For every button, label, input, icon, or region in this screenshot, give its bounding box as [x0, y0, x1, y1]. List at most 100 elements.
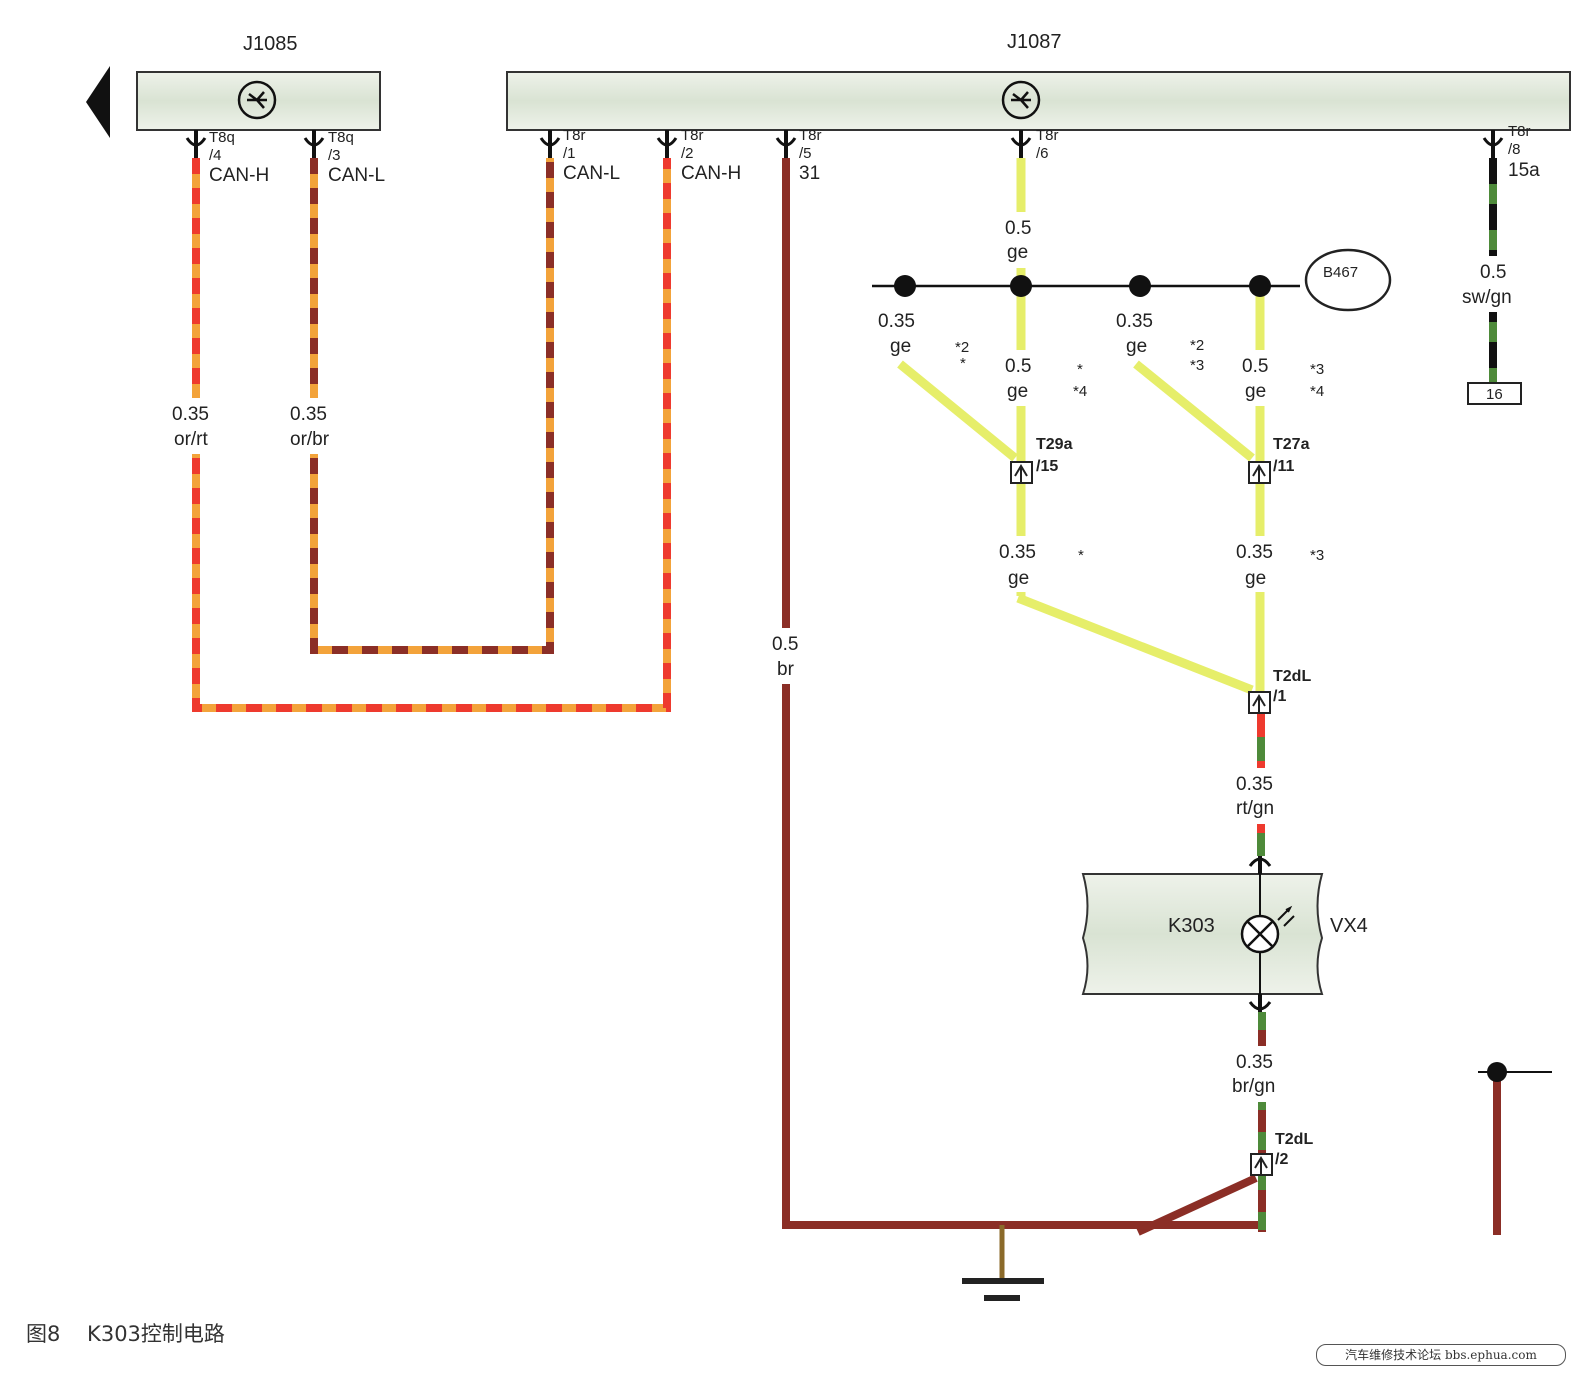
pin-plugs	[185, 130, 1504, 158]
note-2b: *4	[1073, 383, 1087, 400]
footnotes: *2 * * *4 *2 *3 *3 *4 * *3	[955, 337, 1324, 564]
pin-labels: T8q /4 CAN-H T8q /3 CAN-L T8r /1 CAN-L T…	[209, 123, 1540, 186]
note-3a: *2	[1190, 337, 1204, 354]
splice-node	[1487, 1062, 1507, 1082]
pin-t8r-1-num: /1	[563, 145, 576, 162]
k303-sockets	[1248, 856, 1272, 1012]
wire-or-br-color: or/br	[290, 429, 330, 450]
note-1b: *	[960, 355, 966, 372]
wire-can-l-stripe	[310, 158, 554, 654]
wire-can-h-stripe	[192, 158, 671, 712]
wire-brgn-color: br/gn	[1232, 1076, 1275, 1097]
pin-t8r-8-signal: 15a	[1508, 160, 1540, 181]
wire-can-l	[310, 158, 554, 654]
pin-t8q-3-num: /3	[328, 147, 341, 164]
connector-t2dl-1-label: T2dL	[1273, 668, 1311, 685]
watermark: 汽车维修技术论坛 bbs.ephua.com	[1316, 1344, 1566, 1366]
wire-ge-d-size: 0.5	[1242, 356, 1268, 377]
wire-can-h	[192, 158, 671, 712]
wire-or-br-size: 0.35	[290, 404, 327, 425]
arrow-left-icon	[86, 66, 110, 138]
connector-t2dl-2: T2dL /2	[1250, 1131, 1313, 1176]
note-2a: *	[1077, 361, 1083, 378]
wire-ge-e-color: ge	[1008, 568, 1029, 589]
pin-t8q-4-num: /4	[209, 147, 222, 164]
module-k303-label: K303	[1168, 915, 1215, 937]
note-5: *	[1078, 547, 1084, 564]
wire-ge-d-color: ge	[1245, 381, 1266, 402]
splice-node	[1249, 275, 1271, 297]
wire-ge-e-size: 0.35	[999, 542, 1036, 563]
connector-t29a: T29a /15	[1010, 436, 1073, 484]
wire-swgn-color: sw/gn	[1462, 287, 1512, 308]
splice-node	[894, 275, 916, 297]
pin-t8r-5-name: T8r	[799, 127, 822, 144]
note-4b: *4	[1310, 383, 1324, 400]
splice-node	[1129, 275, 1151, 297]
wire-labels: 0.35 or/rt 0.35 or/br 0.5 br 0.5 ge 0.5 …	[166, 212, 1530, 1102]
pin-t8r-1-name: T8r	[563, 127, 586, 144]
wire-or-rt-color: or/rt	[174, 429, 209, 450]
b467-label: B467	[1323, 264, 1358, 281]
module-vx4-label: VX4	[1330, 915, 1368, 937]
connector-t27a: T27a /11	[1248, 436, 1310, 484]
module-j1087: J1087	[506, 31, 1571, 131]
right-edge-splice	[1478, 1062, 1552, 1082]
b467-circle	[1304, 248, 1392, 312]
wire-ground-diag	[1136, 1174, 1258, 1236]
fuse-16: 16	[1467, 382, 1522, 405]
splice-b467: B467	[872, 248, 1392, 312]
pin-t8r-6-name: T8r	[1036, 127, 1059, 144]
wire-ground-br	[782, 158, 1262, 1229]
wire-ge-c-size: 0.35	[1116, 311, 1153, 332]
ground	[962, 1225, 1044, 1301]
wires	[192, 158, 1501, 1236]
note-4a: *3	[1310, 361, 1324, 378]
pin-t8r-6-num: /6	[1036, 145, 1049, 162]
wire-ge-f-size: 0.35	[1236, 542, 1273, 563]
pin-t8q-3-signal: CAN-L	[328, 165, 385, 186]
can-bus-icon	[237, 80, 277, 120]
wire-rtgn-size: 0.35	[1236, 774, 1273, 795]
module-j1085-label: J1085	[243, 33, 298, 55]
connector-t2dl-1-pin: /1	[1273, 688, 1286, 705]
wire-ge-c	[1133, 360, 1255, 462]
wire-ge-f-color: ge	[1245, 568, 1266, 589]
connector-t29a-pin: /15	[1036, 458, 1058, 475]
pin-t8r-5-num: /5	[799, 145, 812, 162]
connector-t27a-pin: /11	[1273, 458, 1294, 475]
wire-brgn-size: 0.35	[1236, 1052, 1273, 1073]
pin-t8r-8-num: /8	[1508, 141, 1521, 158]
pin-t8r-8-name: T8r	[1508, 123, 1531, 140]
pin-t8q-4-name: T8q	[209, 129, 235, 146]
wire-ge-b-color: ge	[1007, 381, 1028, 402]
pin-t8r-1-signal: CAN-L	[563, 163, 620, 184]
pin-t8r-2-signal: CAN-H	[681, 163, 741, 184]
connector-t2dl-1: T2dL /1	[1248, 668, 1311, 714]
pin-t8r-2-num: /2	[681, 145, 694, 162]
note-3b: *3	[1190, 357, 1204, 374]
wire-ge-top-size: 0.5	[1005, 218, 1031, 239]
pin-t8q-4-signal: CAN-H	[209, 165, 269, 186]
wire-ge-a-size: 0.35	[878, 311, 915, 332]
module-k303-box	[1081, 873, 1324, 995]
wire-swgn-size: 0.5	[1480, 262, 1506, 283]
connector-t2dl-2-pin: /2	[1275, 1151, 1288, 1168]
light-rays-icon	[1277, 905, 1295, 927]
note-6: *3	[1310, 547, 1324, 564]
can-bus-icon	[1001, 80, 1041, 120]
wire-or-rt-size: 0.35	[172, 404, 209, 425]
fuse-box	[1467, 382, 1522, 405]
wire-ge-e-diag	[1016, 593, 1254, 695]
wire-ge-a-color: ge	[890, 336, 911, 357]
pin-t8r-5-signal: 31	[799, 163, 820, 184]
splice-node	[1010, 275, 1032, 297]
wire-ge-a	[897, 360, 1018, 462]
note-1a: *2	[955, 339, 969, 356]
wire-ge-top-color: ge	[1007, 242, 1028, 263]
wire-ge-c-color: ge	[1126, 336, 1147, 357]
wire-br-color: br	[777, 659, 795, 680]
fuse-label: 16	[1486, 386, 1503, 403]
connector-t2dl-2-label: T2dL	[1275, 1131, 1313, 1148]
